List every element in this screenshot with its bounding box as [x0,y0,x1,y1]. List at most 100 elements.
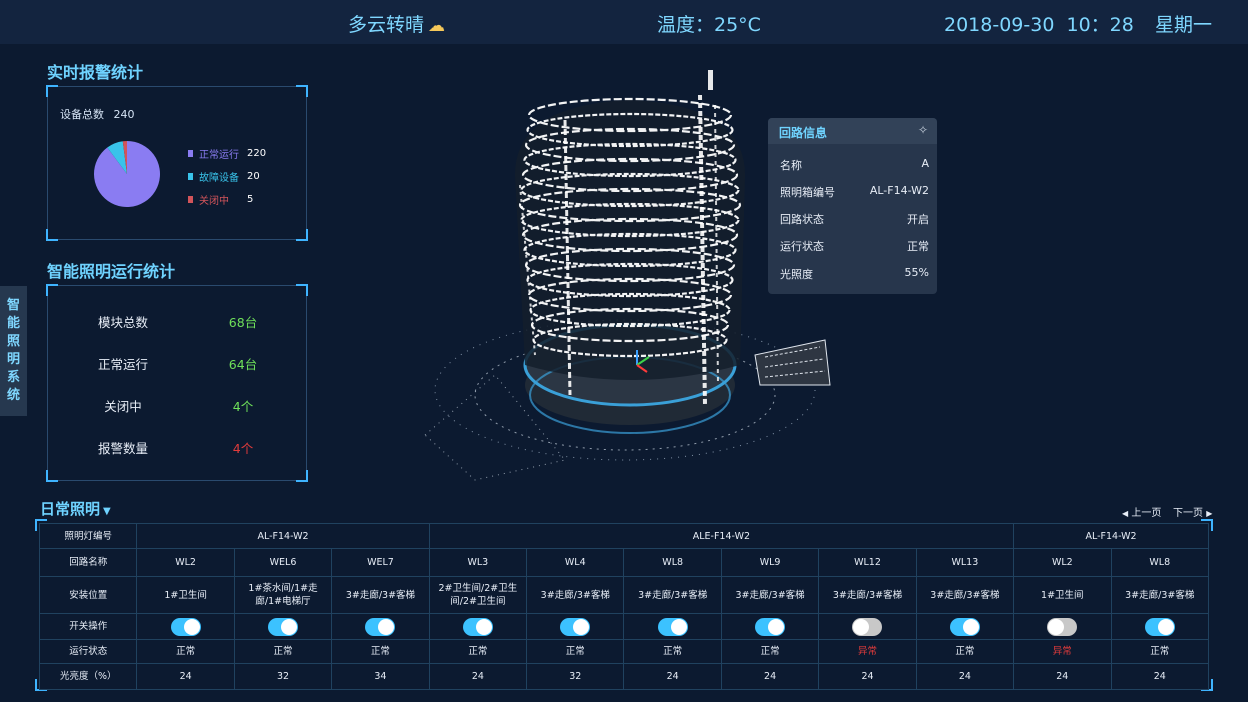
next-page-button[interactable]: 下一页 ▶ [1173,504,1212,519]
daily-table-frame [35,519,1213,691]
box-group-cell: AL-F14-W2 [136,523,430,549]
legend-swatch [188,173,193,180]
brightness-cell: 32 [233,663,333,690]
row-header: 安装位置 [38,576,138,614]
legend-item: 故障设备 20 [188,165,266,188]
legend-item: 正常运行 220 [188,142,266,165]
switch-cell [1110,613,1210,640]
switch-cell [818,613,917,640]
switch-cell [526,613,625,640]
location-cell: 3#走廊/3#客梯 [818,576,917,614]
brightness-cell: 24 [623,663,722,690]
stat-label: 报警数量 [97,441,148,456]
brightness-cell: 24 [428,663,528,690]
switch-toggle[interactable] [462,617,493,636]
temperature-display: 温度：25°C [657,14,761,36]
pie-legend: 正常运行 220 故障设备 20 关闭中 5 [188,142,266,211]
brightness-cell: 24 [136,663,235,690]
location-cell: 3#走廊/3#客梯 [720,576,820,614]
brightness-cell: 24 [1013,663,1112,690]
popup-title: 回路信息 [779,126,828,140]
status-cell: 正常 [136,639,235,664]
switch-toggle[interactable] [1144,617,1175,636]
circuit-cell: WEL6 [233,548,333,577]
switch-toggle[interactable] [852,617,883,636]
switch-toggle[interactable] [170,617,201,636]
stat-label: 关闭中 [104,399,142,414]
switch-cell [915,613,1015,640]
top-bar: 多云转晴☁ 温度：25°C 2018-09-30 10：28 星期一 [0,0,1248,44]
stat-value: 64台 [228,357,258,372]
building-3d-model[interactable] [415,65,835,495]
circuit-cell: WL8 [1110,548,1210,577]
status-cell: 正常 [331,639,430,664]
stat-row-modules: 模块总数 68台 [48,312,308,332]
alarm-panel: 设备总数 240 正常运行 220 故障设备 20 关闭中 5 [46,85,308,241]
weather-text: 多云转晴 [348,14,425,36]
row-header: 回路名称 [38,548,138,577]
switch-cell [1013,613,1112,640]
row-header: 照明灯编号 [38,523,138,549]
daily-lighting-dropdown[interactable]: 日常照明▼ [40,498,111,519]
stat-label: 正常运行 [97,357,148,372]
status-cell: 正常 [720,639,820,664]
status-cell: 异常 [1013,639,1112,664]
location-cell: 1#卫生间 [1013,576,1112,614]
popup-row: 照明箱编号 AL-F14-W2 [780,184,929,200]
switch-toggle[interactable] [268,617,299,636]
toggle-knob [1157,618,1174,635]
side-tab-char: 系 [6,370,20,385]
switch-toggle[interactable] [365,617,396,636]
legend-swatch [188,196,193,203]
stat-value: 4个 [232,441,254,456]
alarm-pie-chart [94,141,160,207]
toggle-knob [768,618,785,635]
status-cell: 正常 [915,639,1015,664]
side-tab-char: 统 [6,388,20,403]
pin-icon[interactable]: ✧ [917,123,928,137]
caret-down-icon: ▼ [103,506,111,517]
popup-value: AL-F14-W2 [869,184,929,197]
toggle-knob [1048,618,1065,635]
circuit-info-popup: 回路信息 ✧ 名称 A 照明箱编号 AL-F14-W2 回路状态 开启 运行状态… [768,118,937,294]
prev-page-button[interactable]: ◀ 上一页 [1122,504,1161,519]
side-tab-char: 明 [6,352,20,367]
side-tab-char: 智 [6,298,20,313]
switch-toggle[interactable] [1047,617,1078,636]
stat-value: 68台 [228,315,258,330]
brightness-cell: 34 [331,663,430,690]
switch-toggle[interactable] [560,617,591,636]
switch-cell [720,613,820,640]
circuit-cell: WL3 [428,548,528,577]
switch-cell [428,613,528,640]
location-cell: 2#卫生间/2#卫生间/2#卫生间 [428,576,528,614]
toggle-knob [670,618,687,635]
toggle-knob [475,618,492,635]
location-cell: 3#走廊/3#客梯 [915,576,1015,614]
switch-toggle[interactable] [755,617,786,636]
location-cell: 3#走廊/3#客梯 [1110,576,1210,614]
legend-value: 5 [247,194,254,205]
stat-row-alarms: 报警数量 4个 [48,438,308,458]
popup-row: 光照度 55% [780,266,929,282]
stat-value: 4个 [232,399,254,414]
switch-toggle[interactable] [657,617,688,636]
circuit-cell: WL8 [623,548,722,577]
caret-left-icon: ◀ [1122,509,1129,518]
brightness-cell: 32 [526,663,625,690]
daily-lighting-title: 日常照明 [40,500,101,518]
location-cell: 3#走廊/3#客梯 [331,576,430,614]
circuit-cell: WL12 [818,548,917,577]
circuit-cell: WL4 [526,548,625,577]
popup-value: A [921,157,929,170]
brightness-cell: 24 [915,663,1015,690]
status-cell: 异常 [818,639,917,664]
circuit-cell: WL2 [1013,548,1112,577]
switch-toggle[interactable] [949,617,980,636]
side-tab-smart-lighting[interactable]: 智 能 照 明 系 统 [0,286,27,416]
switch-cell [623,613,722,640]
legend-label: 正常运行 [199,150,239,161]
